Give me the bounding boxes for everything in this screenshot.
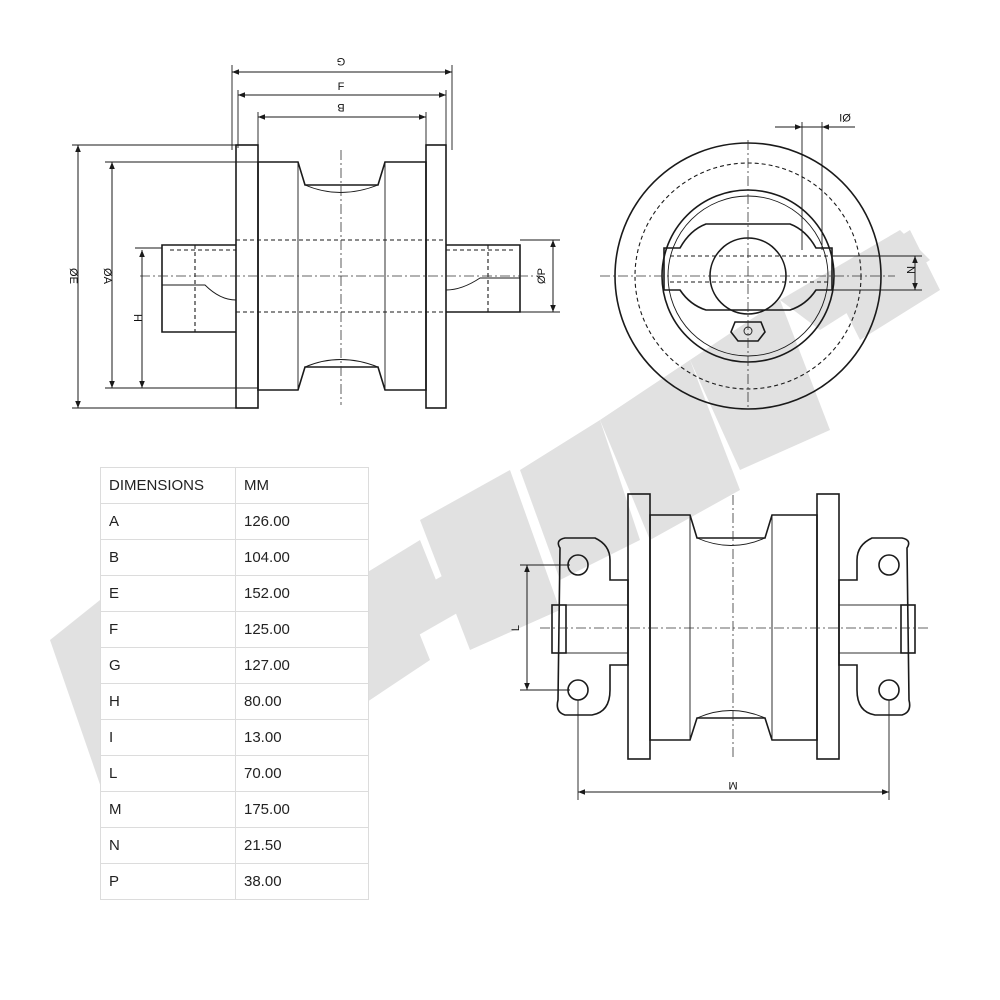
dim-label-i: ØI: [839, 111, 851, 123]
dim-label-b: B: [337, 101, 344, 113]
dimension-code: G: [100, 647, 236, 684]
dim-label-a: ØA: [101, 268, 113, 285]
dimension-code: H: [100, 683, 236, 720]
top-view-dimensions: L M: [510, 564, 890, 800]
side-view-dimensions: G F B ØE ØA H ØP: [67, 55, 560, 409]
dimension-code: M: [100, 791, 236, 828]
header-mm: MM: [235, 467, 369, 504]
dimension-code: I: [100, 719, 236, 756]
header-dimensions: DIMENSIONS: [100, 467, 236, 504]
dim-label-m: M: [728, 779, 737, 791]
dimension-code: B: [100, 539, 236, 576]
end-view-dimensions: ØI N: [775, 111, 922, 291]
dimension-code: F: [100, 611, 236, 648]
dimension-value: 70.00: [235, 755, 369, 792]
dim-label-l: L: [510, 625, 522, 631]
dimension-value: 38.00: [235, 863, 369, 900]
dimension-value: 125.00: [235, 611, 369, 648]
dimension-value: 175.00: [235, 791, 369, 828]
dimension-code: L: [100, 755, 236, 792]
dimension-code: A: [100, 503, 236, 540]
dimension-code: N: [100, 827, 236, 864]
dimension-value: 126.00: [235, 503, 369, 540]
dimension-value: 127.00: [235, 647, 369, 684]
end-view: [600, 140, 895, 410]
table-header-row: DIMENSIONS MM: [100, 467, 369, 504]
dimension-value: 80.00: [235, 683, 369, 720]
dimension-value: 13.00: [235, 719, 369, 756]
dim-label-n: N: [904, 266, 916, 274]
dimension-code: E: [100, 575, 236, 612]
dim-label-e: ØE: [67, 268, 79, 284]
dim-label-h: H: [131, 314, 143, 322]
dimension-code: P: [100, 863, 236, 900]
dimension-value: 104.00: [235, 539, 369, 576]
side-section-view: [140, 144, 540, 409]
dimension-value: 21.50: [235, 827, 369, 864]
dim-label-p: ØP: [536, 268, 548, 284]
dimension-value: 152.00: [235, 575, 369, 612]
top-view: [540, 493, 930, 760]
dim-label-f: F: [338, 81, 345, 93]
dim-label-g: G: [337, 55, 346, 67]
